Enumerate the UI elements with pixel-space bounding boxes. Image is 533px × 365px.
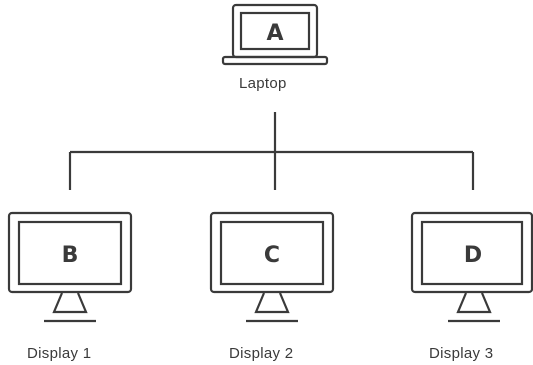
display-1-label: Display 1: [27, 345, 91, 362]
display-3-letter: D: [464, 243, 482, 268]
display-1-letter: B: [62, 243, 79, 268]
display-2-letter: C: [264, 243, 280, 268]
connector-lines: [70, 112, 473, 190]
laptop-letter: A: [266, 21, 283, 46]
display-2-label: Display 2: [229, 345, 293, 362]
display-3-label: Display 3: [429, 345, 493, 362]
laptop-label: Laptop: [239, 75, 287, 92]
